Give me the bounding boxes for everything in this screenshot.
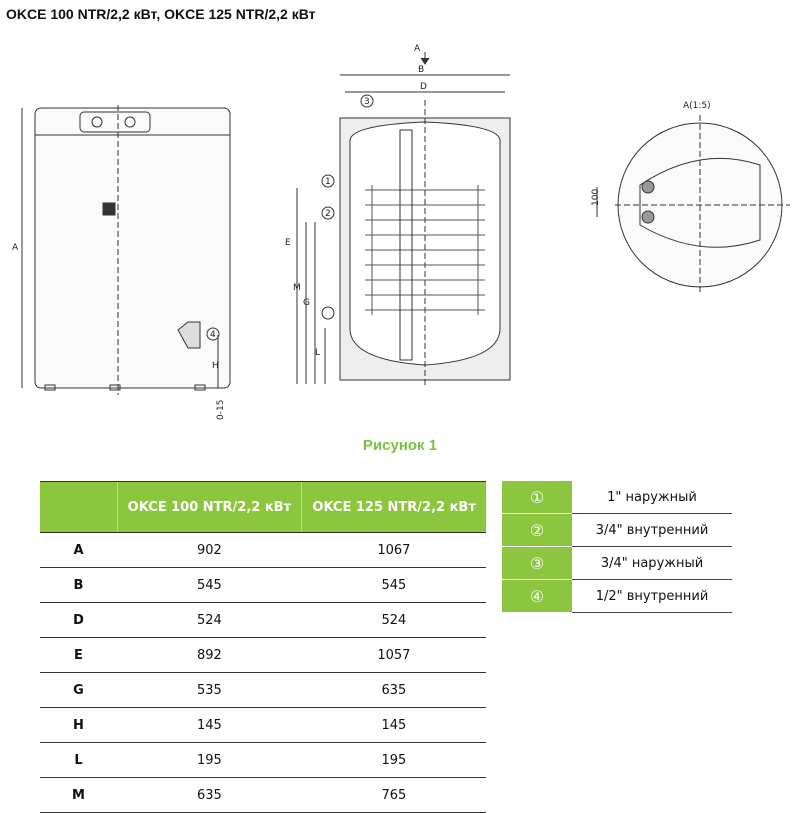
connection-size: 3/4" внутренний <box>572 513 732 547</box>
dimension-label: D <box>40 602 117 638</box>
header-cell: OKCE 125 NTR/2,2 кВт <box>301 481 486 533</box>
dimension-label: M <box>40 777 117 813</box>
dimensions-table: OKCE 100 NTR/2,2 кВт OKCE 125 NTR/2,2 кВ… <box>40 481 486 813</box>
table-header-row: OKCE 100 NTR/2,2 кВт OKCE 125 NTR/2,2 кВ… <box>40 481 486 533</box>
drawing-label: 4 <box>210 330 216 340</box>
connection-size: 1/2" внутренний <box>572 579 732 613</box>
technical-drawing: A H 0-15 4 B D A E M G L 1 2 3 A(1:5) <box>12 44 790 420</box>
connection-size: 1" наружный <box>572 481 732 514</box>
dimension-value: 635 <box>301 672 486 708</box>
connection-number: ② <box>502 513 572 547</box>
drawing-label: A <box>414 44 421 54</box>
dimension-label: A <box>40 532 117 568</box>
dimension-value: 1057 <box>301 637 486 673</box>
dimension-value: 635 <box>117 777 302 813</box>
dimension-value: 524 <box>117 602 302 638</box>
drawing-label: 1 <box>325 177 331 187</box>
drawing-label: 2 <box>325 209 331 219</box>
dimension-label: H <box>40 707 117 743</box>
dimension-value: 535 <box>117 672 302 708</box>
dimension-label: E <box>40 637 117 673</box>
header-cell <box>40 481 117 533</box>
dimension-label: L <box>40 742 117 778</box>
drawing-label: L <box>315 348 320 358</box>
dimension-value: 545 <box>301 567 486 603</box>
drawing-label: G <box>303 298 310 308</box>
drawing-label: E <box>285 238 291 248</box>
dimension-value: 145 <box>301 707 486 743</box>
dimension-value: 195 <box>301 742 486 778</box>
drawing-label: A <box>12 243 19 253</box>
dimension-value: 1067 <box>301 532 486 568</box>
dimension-label: B <box>40 567 117 603</box>
detail-a-view: A(1:5) 100 <box>591 101 790 295</box>
dimension-value: 765 <box>301 777 486 813</box>
section-view: B D A E M G L 1 2 3 <box>285 44 511 385</box>
connection-number: ③ <box>502 546 572 580</box>
drawing-label: A(1:5) <box>683 101 711 111</box>
header-cell: OKCE 100 NTR/2,2 кВт <box>116 481 302 533</box>
drawing-label: D <box>420 82 427 92</box>
connection-number: ④ <box>502 579 572 613</box>
dimension-value: 902 <box>117 532 302 568</box>
drawing-label: M <box>293 283 301 293</box>
drawing-label: 0-15 <box>216 400 226 420</box>
dimension-value: 195 <box>117 742 302 778</box>
figure-caption: Рисунок 1 <box>362 437 438 454</box>
drawing-label: 100 <box>591 189 601 206</box>
drawing-label: B <box>418 65 424 75</box>
dimension-value: 892 <box>117 637 302 673</box>
dimension-value: 545 <box>117 567 302 603</box>
page-title: OKCE 100 NTR/2,2 кВт, OKCE 125 NTR/2,2 к… <box>6 6 316 22</box>
connection-number: ① <box>502 481 572 514</box>
front-view: A H 0-15 4 <box>12 105 231 420</box>
connection-size: 3/4" наружный <box>572 546 732 580</box>
drawing-label: H <box>212 361 219 371</box>
coil <box>365 185 485 315</box>
dimension-value: 524 <box>301 602 486 638</box>
dimension-value: 145 <box>117 707 302 743</box>
dimension-label: G <box>40 672 117 708</box>
drawing-label: 3 <box>364 97 370 107</box>
